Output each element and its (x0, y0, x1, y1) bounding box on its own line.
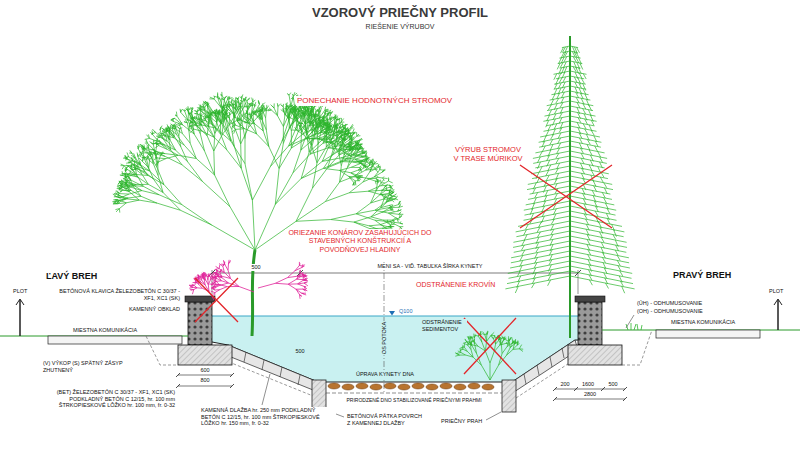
material-note: PRIRODZENÉ DNO STABILIZOVANÉ PRIEČNYMI P… (345, 397, 482, 403)
dimension-line (178, 386, 232, 387)
fence-symbol (16, 299, 24, 305)
stone (384, 383, 396, 389)
title: VZOROVÝ PRIEČNY PROFIL (311, 5, 489, 21)
fence-label: PLOT (768, 288, 784, 295)
stone (412, 383, 424, 389)
stone (454, 384, 466, 390)
excavation-line (622, 330, 652, 365)
note-red: ORIEZANIE KONÁROV ZASAHUJÚCICH DO STAVEB… (285, 229, 435, 254)
stone (328, 383, 340, 389)
dimension-text: 500 (294, 348, 305, 355)
pruned-branches (189, 260, 308, 300)
dimension-tick (553, 387, 627, 401)
material-note: (OH) - ODHUMUSOVANIE (636, 308, 704, 315)
leader-line (486, 412, 501, 420)
dimension-text: 800 (199, 377, 210, 384)
wall-cap (575, 296, 605, 302)
excavation-line (146, 336, 176, 365)
fence-post (777, 300, 779, 330)
dimension-text: 1600 (581, 381, 595, 388)
stone (468, 383, 480, 389)
dimension-line (178, 375, 232, 376)
stone (440, 383, 452, 389)
wall-footing (568, 345, 622, 365)
material-note: BETÓNOVÁ KLAVICA ŽELEZOBETÓN C 30/37 - X… (51, 288, 181, 301)
removal-cross (520, 165, 612, 228)
dimension-text: 2800 (583, 391, 597, 398)
bank-label: ĽAVÝ BREH (45, 271, 98, 282)
paving-joints (244, 348, 564, 385)
material-note: PRIEČNY PRAH (440, 418, 483, 425)
stone (482, 384, 494, 390)
dimension-text: 200 (559, 381, 570, 388)
removal-cross (464, 318, 516, 374)
material-note: (BET) ŽELEZOBETÓN C 30/37 - XF1, XC1 (SK… (21, 389, 176, 409)
stone (342, 384, 354, 390)
road-label: MIESTNA KOMUNIKÁCIA (72, 327, 138, 334)
subtitle: RIEŠENIE VÝRUBOV (365, 23, 436, 31)
note-red: ODSTRÁNENIE KROVÍN (415, 281, 496, 289)
water-level-mark (389, 311, 395, 316)
tree-trunk (252, 250, 255, 336)
dimension-line (555, 389, 625, 390)
wall-cap (185, 296, 215, 302)
wall-footing (178, 345, 232, 365)
dimension-text: MENI SA - VIĎ. TABUĽKA ŠÍRKA KYNETY (377, 263, 484, 270)
material-note: ÚPRAVA KYNETY DNA (355, 371, 415, 378)
material-note: (ÚH) - ODHUMUSOVANIE (636, 300, 703, 307)
vegetation (112, 36, 634, 380)
axis-label: OS POTOKA (381, 321, 388, 355)
tree-crown (112, 92, 403, 250)
water-level: Q100 (398, 308, 413, 315)
dimension-line (555, 399, 625, 400)
note-red: VÝRUB STROMOV V TRASE MÚRIKOV (452, 145, 524, 163)
bottom-stones (328, 383, 494, 390)
stone (426, 384, 438, 390)
fence-label: PLOT (12, 288, 28, 295)
water-area (212, 316, 578, 382)
material-note: KAMENNÁ DLAŽBA hr. 250 mm PODKLADNÝ BETÓ… (200, 407, 336, 427)
stone-clad-wall (578, 302, 602, 345)
material-note: ODSTRÁNENIE SEDIMENTOV (421, 319, 467, 332)
dimension-tick (176, 373, 234, 388)
fence-symbol (774, 299, 782, 305)
dimension-text: 600 (199, 367, 210, 374)
leader-line (262, 374, 270, 405)
dimension-line (212, 273, 578, 274)
leader-line (626, 315, 634, 328)
stone (356, 383, 368, 389)
road-label: MIESTNA KOMUNIKÁCIA (670, 319, 736, 326)
note-red: PONECHANIE HODNOTNÝCH STROMOV (296, 96, 453, 106)
fence-post (19, 300, 21, 336)
stone (398, 384, 410, 390)
material-note: BETÓNOVÁ PÄTKA POVRCH Z KAMENNEJ DLAŽBY (346, 413, 426, 426)
removal-cross (195, 278, 238, 322)
dimension-text: 500 (607, 381, 618, 388)
dimension-text: 500 (250, 264, 261, 271)
gravel-bed-line (224, 360, 318, 398)
extension-line (212, 270, 578, 294)
conifer-branches (505, 46, 634, 293)
water-surface (212, 316, 578, 317)
road-body (48, 336, 182, 344)
road-body (656, 330, 760, 338)
bank-label: PRAVÝ BREH (672, 270, 732, 281)
material-note: (V) VÝKOP (S) SPÄTNÝ ZÁSYP ZHUTNENÝ (42, 360, 142, 373)
slope-paving (226, 345, 318, 392)
material-note: KAMENNÝ OBKLAD (128, 306, 181, 313)
stone (370, 384, 382, 390)
concrete-sill (502, 380, 516, 412)
sill-line (326, 393, 502, 394)
